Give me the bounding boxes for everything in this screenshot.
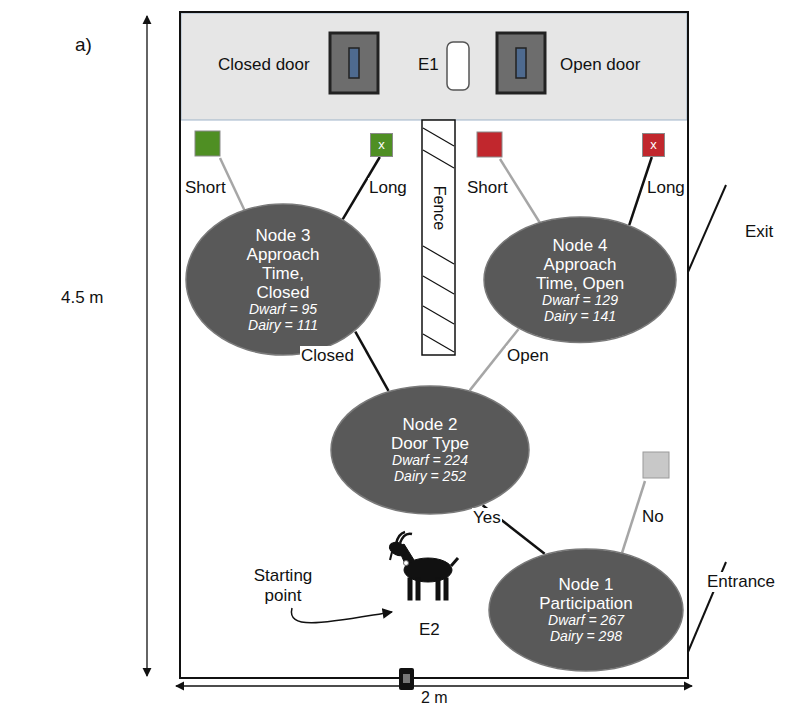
- node-text-group: Node 1ParticipationDwarf = 267Dairy = 29…: [539, 575, 633, 644]
- goat-horn: [396, 532, 405, 544]
- decision-node: Node 4Approach Time, OpenDwarf = 129Dair…: [483, 216, 677, 343]
- camera-icon: [399, 668, 414, 690]
- sample-count: Dairy = 298: [550, 629, 622, 645]
- node-heading: Node 2: [403, 415, 458, 434]
- branch-line: [355, 332, 388, 391]
- goat-leg: [436, 578, 440, 600]
- goat-tail: [451, 558, 458, 566]
- wall-label: Closed door: [218, 55, 310, 74]
- closed-door: [330, 33, 378, 93]
- ellipse-fill: [484, 217, 676, 342]
- gate-label: Entrance: [706, 572, 776, 592]
- node-heading: Participation: [539, 594, 633, 613]
- hatch-line: [423, 150, 454, 168]
- fence-label: Fence: [430, 183, 448, 233]
- cross-mark: x: [378, 138, 385, 153]
- outcome-square: [643, 452, 669, 478]
- decision-node: Node 1ParticipationDwarf = 267Dairy = 29…: [488, 548, 684, 672]
- goat-collar-bell: [404, 561, 409, 566]
- outcome-square: [195, 131, 220, 156]
- hatch-line: [423, 128, 454, 146]
- branch-label: Yes: [472, 508, 502, 528]
- sample-count: Dairy = 252: [394, 469, 466, 485]
- ellipse-fill: [489, 549, 683, 671]
- hatch-line: [423, 334, 454, 352]
- goat-leg: [408, 578, 412, 600]
- start-label: Starting point: [240, 566, 326, 605]
- branch-label: Short: [466, 178, 509, 198]
- dimension-arrow: [146, 16, 147, 676]
- hatch-line: [423, 276, 454, 294]
- node-text-group: Node 2Door TypeDwarf = 224Dairy = 252: [391, 415, 469, 484]
- gate-label: Exit: [744, 222, 774, 242]
- exit-gate: [688, 185, 726, 272]
- branch-label: Open: [506, 346, 550, 366]
- door-opening: [447, 42, 469, 90]
- goat-beard: [390, 552, 392, 560]
- goat-leg: [416, 578, 420, 600]
- sample-count: Dwarf = 95: [249, 302, 317, 318]
- ellipse-fill: [186, 204, 380, 355]
- sample-count: Dairy = 141: [544, 309, 616, 325]
- outcome-square: x: [370, 133, 393, 157]
- cross-mark: x: [650, 138, 657, 153]
- camera-lens: [403, 674, 410, 683]
- branch-label: Long: [646, 178, 686, 198]
- node-text-group: Node 4Approach Time, OpenDwarf = 129Dair…: [532, 236, 629, 324]
- node-heading: Approach Time, Open: [532, 255, 629, 293]
- outcome-square: x: [642, 133, 665, 157]
- node-text-group: Node 3Approach Time, ClosedDwarf = 95Dai…: [234, 226, 332, 333]
- ellipse-fill: [331, 386, 529, 514]
- panel-letter: a): [74, 34, 93, 56]
- outcome-square: [477, 132, 502, 157]
- goat-illustration: [387, 532, 458, 600]
- sample-count: Dwarf = 129: [542, 293, 618, 309]
- fence-outline: [422, 120, 455, 355]
- node-heading: Node 3: [256, 226, 311, 245]
- door-wall-band: Closed door E1 Open door: [181, 13, 687, 120]
- arena-outline: [180, 12, 688, 678]
- sample-count: Dwarf = 267: [548, 613, 624, 629]
- dimension-label: 4.5 m: [60, 288, 105, 308]
- node-heading: Node 1: [559, 575, 614, 594]
- fence-hatch: [423, 128, 454, 352]
- door-window: [516, 48, 526, 78]
- branch-label: Closed: [300, 346, 355, 366]
- goat-leg: [444, 578, 448, 600]
- door-wall: [181, 13, 687, 120]
- door-window: [349, 48, 359, 78]
- node-heading: Approach Time, Closed: [234, 245, 332, 302]
- dimension-arrow: [176, 685, 692, 686]
- branch-label: No: [641, 507, 665, 527]
- decision-node: Node 2Door TypeDwarf = 224Dairy = 252: [330, 385, 530, 515]
- sample-count: Dwarf = 224: [392, 453, 468, 469]
- open-door: [497, 33, 545, 93]
- dimension-label: 2 m: [420, 689, 449, 707]
- hatch-line: [423, 246, 454, 264]
- camera-body: [399, 668, 414, 690]
- camera-label: E2: [418, 620, 441, 640]
- hatch-line: [423, 306, 454, 324]
- decision-node: Node 3Approach Time, ClosedDwarf = 95Dai…: [185, 203, 381, 356]
- branch-label: Short: [184, 178, 227, 198]
- fence-band: Fence: [422, 120, 455, 355]
- branch-label: Long: [368, 178, 408, 198]
- node-heading: Door Type: [391, 434, 469, 453]
- start-arrow: [291, 608, 392, 623]
- wall-label: Open door: [560, 55, 640, 74]
- sample-count: Dairy = 111: [248, 318, 318, 334]
- node-heading: Node 4: [553, 236, 608, 255]
- wall-label: E1: [418, 55, 439, 74]
